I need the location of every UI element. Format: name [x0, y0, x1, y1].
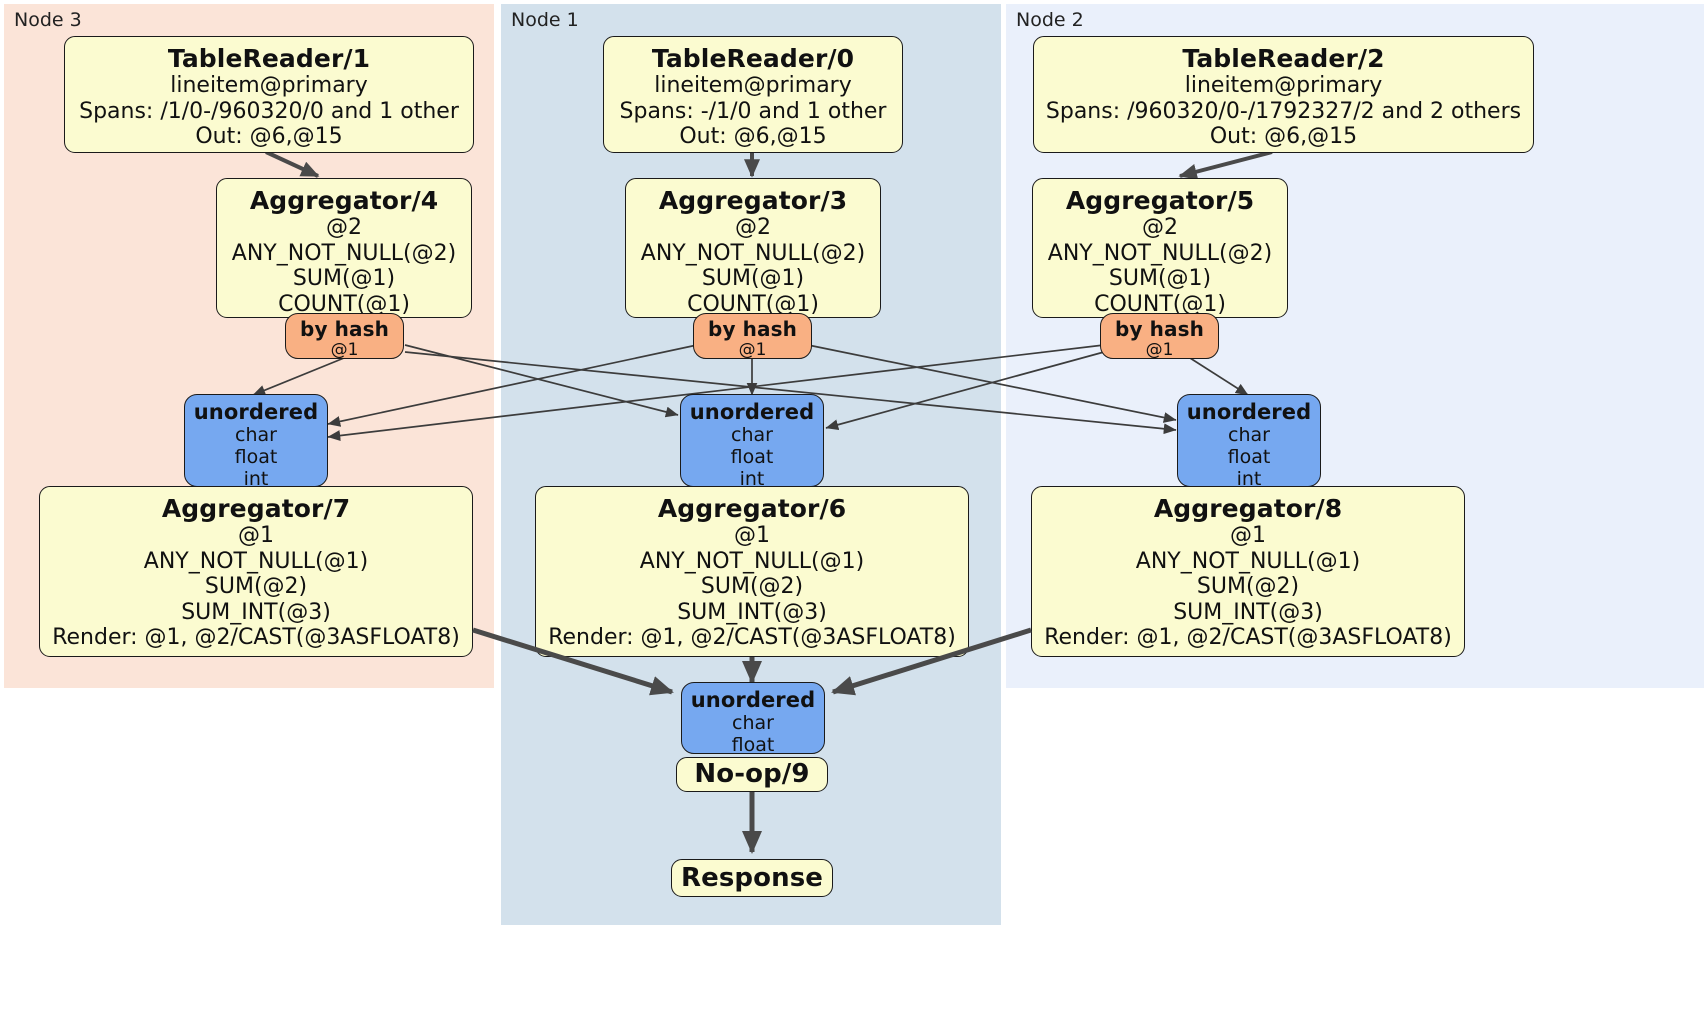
- tablereader-0-line-1: Spans: -/1/0 and 1 other: [619, 98, 887, 124]
- tablereader-0-line-0: lineitem@primary: [654, 73, 852, 98]
- aggregator-5-line-1: ANY_NOT_NULL(@2): [1047, 240, 1273, 266]
- aggregator-6-line-3: SUM_INT(@3): [677, 599, 827, 625]
- tablereader-0-line-2: Out: @6,@15: [679, 124, 827, 150]
- aggregator-7-line-1: ANY_NOT_NULL(@1): [143, 548, 369, 574]
- processor-tablereader-0[interactable]: TableReader/0 lineitem@primary Spans: -/…: [603, 36, 903, 153]
- router-by-hash-right[interactable]: by hash @1: [1100, 313, 1219, 361]
- aggregator-4-title: Aggregator/4: [249, 186, 439, 215]
- aggregator-6-line-2: SUM(@2): [700, 574, 804, 600]
- unordered-final-title: unordered: [690, 688, 816, 712]
- unordered-right-title: unordered: [1186, 400, 1312, 424]
- by-hash-left-title: by hash: [300, 317, 389, 341]
- aggregator-7-line-3: SUM_INT(@3): [181, 599, 331, 625]
- aggregator-6-line-0: @1: [734, 523, 770, 548]
- aggregator-5-line-2: SUM(@1): [1108, 266, 1212, 292]
- receiver-unordered-center[interactable]: unordered char float int: [680, 394, 824, 491]
- aggregator-3-line-3: COUNT(@1): [687, 291, 819, 317]
- tablereader-1-line-1: Spans: /1/0-/960320/0 and 1 other: [79, 98, 459, 124]
- aggregator-8-line-4: Render: @1, @2/CAST(@3ASFLOAT8): [1044, 625, 1452, 651]
- by-hash-center-line-0: @1: [738, 340, 767, 361]
- tablereader-2-line-0: lineitem@primary: [1184, 73, 1383, 98]
- unordered-center-line-2: int: [739, 468, 765, 491]
- aggregator-4-line-3: COUNT(@1): [278, 291, 410, 317]
- router-by-hash-left[interactable]: by hash @1: [285, 313, 404, 361]
- processor-tablereader-2[interactable]: TableReader/2 lineitem@primary Spans: /9…: [1033, 36, 1534, 153]
- unordered-right-line-2: int: [1236, 468, 1262, 491]
- tablereader-1-line-0: lineitem@primary: [170, 73, 368, 98]
- tablereader-1-line-2: Out: @6,@15: [195, 124, 343, 150]
- receiver-unordered-final[interactable]: unordered char float: [681, 682, 825, 757]
- tablereader-0-title: TableReader/0: [651, 44, 855, 73]
- aggregator-7-line-4: Render: @1, @2/CAST(@3ASFLOAT8): [52, 625, 460, 651]
- unordered-center-line-1: float: [730, 446, 774, 469]
- unordered-final-line-1: float: [731, 734, 775, 757]
- processor-aggregator-8[interactable]: Aggregator/8 @1 ANY_NOT_NULL(@1) SUM(@2)…: [1031, 486, 1465, 657]
- aggregator-4-line-2: SUM(@1): [292, 266, 396, 292]
- processor-aggregator-6[interactable]: Aggregator/6 @1 ANY_NOT_NULL(@1) SUM(@2)…: [535, 486, 969, 657]
- aggregator-6-line-4: Render: @1, @2/CAST(@3ASFLOAT8): [548, 625, 956, 651]
- unordered-left-line-1: float: [234, 446, 278, 469]
- processor-aggregator-3[interactable]: Aggregator/3 @2 ANY_NOT_NULL(@2) SUM(@1)…: [625, 178, 881, 318]
- processor-tablereader-1[interactable]: TableReader/1 lineitem@primary Spans: /1…: [64, 36, 474, 153]
- processor-no-op-9[interactable]: No-op/9: [676, 757, 828, 792]
- aggregator-7-title: Aggregator/7: [161, 494, 351, 523]
- by-hash-left-line-0: @1: [330, 340, 359, 361]
- unordered-center-title: unordered: [689, 400, 815, 424]
- aggregator-3-line-0: @2: [735, 215, 771, 240]
- response-title: Response: [680, 862, 824, 893]
- unordered-right-line-1: float: [1227, 446, 1271, 469]
- aggregator-5-line-0: @2: [1142, 215, 1178, 240]
- tablereader-2-line-2: Out: @6,@15: [1209, 124, 1358, 150]
- panel-node-2-label: Node 2: [1016, 9, 1084, 31]
- router-by-hash-center[interactable]: by hash @1: [693, 313, 812, 361]
- processor-response[interactable]: Response: [671, 859, 833, 897]
- aggregator-8-title: Aggregator/8: [1153, 494, 1343, 523]
- aggregator-3-line-1: ANY_NOT_NULL(@2): [640, 240, 866, 266]
- unordered-left-line-0: char: [235, 424, 277, 447]
- aggregator-3-title: Aggregator/3: [658, 186, 848, 215]
- aggregator-8-line-0: @1: [1230, 523, 1266, 548]
- tablereader-2-line-1: Spans: /960320/0-/1792327/2 and 2 others: [1045, 98, 1522, 124]
- tablereader-1-title: TableReader/1: [167, 44, 371, 73]
- aggregator-5-title: Aggregator/5: [1065, 186, 1255, 215]
- unordered-right-line-0: char: [1228, 424, 1270, 447]
- unordered-left-title: unordered: [193, 400, 319, 424]
- processor-aggregator-7[interactable]: Aggregator/7 @1 ANY_NOT_NULL(@1) SUM(@2)…: [39, 486, 473, 657]
- aggregator-7-line-0: @1: [238, 523, 274, 548]
- aggregator-3-line-2: SUM(@1): [701, 266, 805, 292]
- processor-aggregator-5[interactable]: Aggregator/5 @2 ANY_NOT_NULL(@2) SUM(@1)…: [1032, 178, 1288, 318]
- unordered-center-line-0: char: [731, 424, 773, 447]
- receiver-unordered-right[interactable]: unordered char float int: [1177, 394, 1321, 491]
- tablereader-2-title: TableReader/2: [1182, 44, 1385, 73]
- aggregator-4-line-1: ANY_NOT_NULL(@2): [231, 240, 457, 266]
- aggregator-4-line-0: @2: [326, 215, 362, 240]
- aggregator-7-line-2: SUM(@2): [204, 574, 308, 600]
- by-hash-right-line-0: @1: [1145, 340, 1174, 361]
- aggregator-5-line-3: COUNT(@1): [1094, 291, 1226, 317]
- no-op-9-title: No-op/9: [694, 759, 810, 790]
- by-hash-right-title: by hash: [1115, 317, 1204, 341]
- aggregator-6-title: Aggregator/6: [657, 494, 847, 523]
- processor-aggregator-4[interactable]: Aggregator/4 @2 ANY_NOT_NULL(@2) SUM(@1)…: [216, 178, 472, 318]
- unordered-left-line-2: int: [243, 468, 269, 491]
- aggregator-8-line-1: ANY_NOT_NULL(@1): [1135, 548, 1361, 574]
- aggregator-8-line-2: SUM(@2): [1196, 574, 1300, 600]
- aggregator-6-line-1: ANY_NOT_NULL(@1): [639, 548, 865, 574]
- by-hash-center-title: by hash: [708, 317, 797, 341]
- panel-node-3-label: Node 3: [14, 9, 82, 31]
- unordered-final-line-0: char: [732, 712, 774, 735]
- aggregator-8-line-3: SUM_INT(@3): [1173, 599, 1323, 625]
- panel-node-1-label: Node 1: [511, 9, 579, 31]
- receiver-unordered-left[interactable]: unordered char float int: [184, 394, 328, 491]
